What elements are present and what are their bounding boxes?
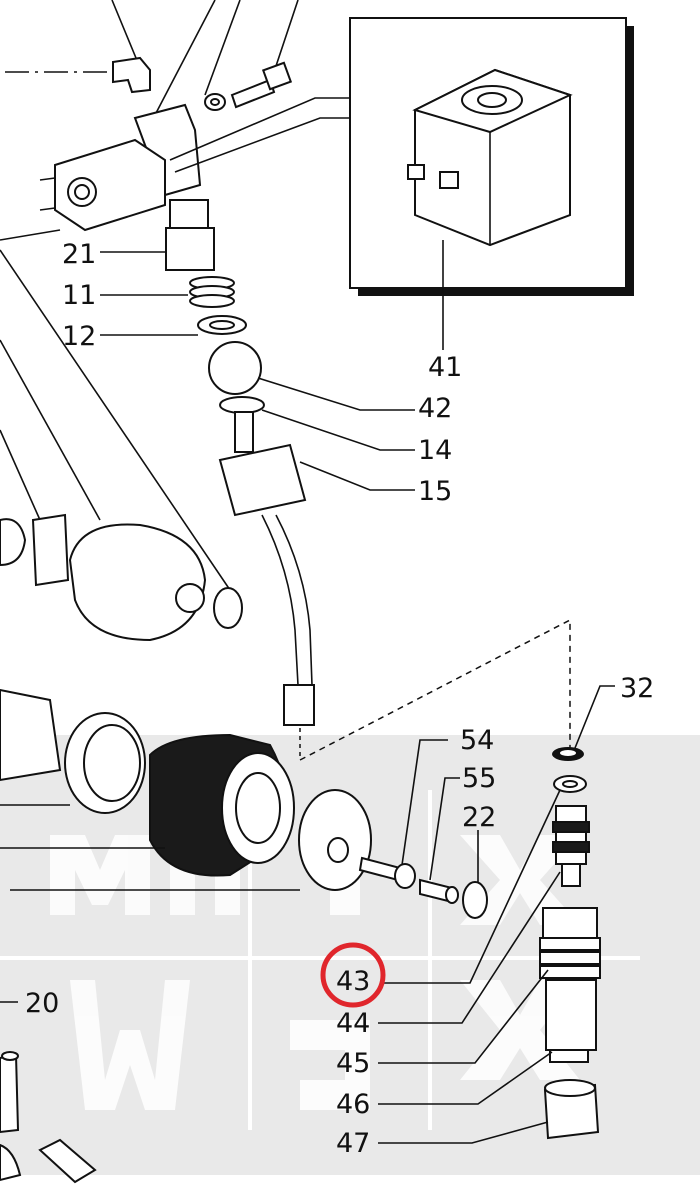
watermark-letters	[50, 835, 580, 1110]
dashed-guide	[299, 618, 571, 761]
nut-15	[218, 443, 415, 517]
callout-11: 11	[62, 280, 96, 311]
screw-54	[358, 739, 448, 889]
valve-insert-44	[552, 805, 590, 887]
seal-12	[100, 315, 247, 336]
callout-44: 44	[336, 1008, 370, 1039]
callout-14: 14	[418, 435, 452, 466]
oring-22	[462, 830, 488, 919]
seal-43	[553, 775, 587, 793]
knob-assembly	[0, 688, 372, 891]
cap-47	[543, 1079, 600, 1140]
callout-21: 21	[62, 239, 96, 270]
spring-11	[100, 276, 235, 308]
callout-15: 15	[418, 476, 452, 507]
nipple-21	[100, 199, 215, 271]
callout-55: 55	[462, 763, 496, 794]
callout-41: 41	[428, 352, 462, 383]
callout-46: 46	[336, 1089, 370, 1120]
left-leaders	[0, 249, 231, 591]
washer-14	[219, 396, 415, 453]
washer-32	[552, 685, 615, 761]
pin-55	[419, 777, 460, 904]
leader-top	[154, 0, 216, 116]
callout-42: 42	[418, 393, 452, 424]
right-leaders	[378, 789, 561, 1144]
ball-42	[208, 341, 415, 411]
washer-and-screw	[204, 0, 299, 111]
callout-54: 54	[460, 725, 494, 756]
highlight-ring	[320, 942, 386, 1008]
elbow-fitting	[5, 0, 151, 94]
callout-45: 45	[336, 1048, 370, 1079]
tube	[261, 514, 315, 760]
left-cap-part	[0, 513, 243, 642]
coil-detail-box	[349, 17, 634, 350]
callout-47: 47	[336, 1128, 370, 1159]
coil-leader	[169, 97, 350, 173]
callout-20: 20	[25, 988, 59, 1019]
solenoid-valve	[0, 103, 202, 241]
callout-12: 12	[62, 321, 96, 352]
bottom-left-parts	[0, 1001, 97, 1184]
callout-43: 43	[336, 966, 370, 997]
callout-22: 22	[462, 802, 496, 833]
callout-32: 32	[620, 673, 654, 704]
spout-45	[539, 907, 601, 1063]
